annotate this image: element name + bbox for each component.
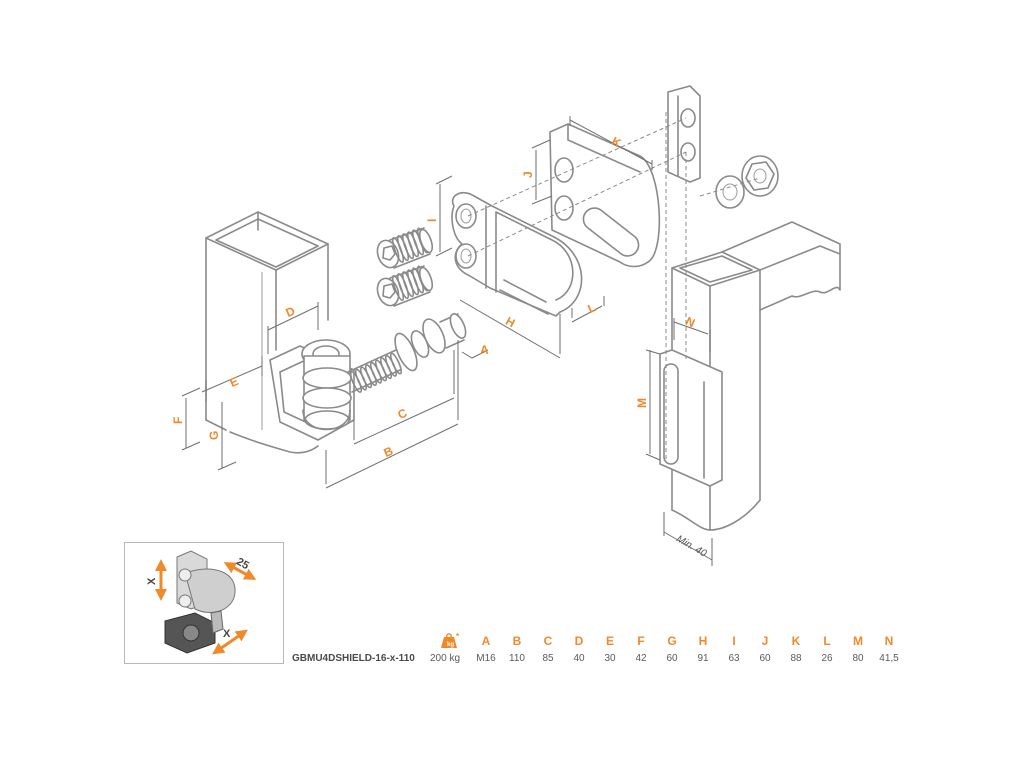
column-header-l: L [823, 634, 831, 648]
threaded-bolt [347, 313, 467, 393]
dim-label-H: H [503, 314, 517, 330]
dim-label-I: I [425, 219, 439, 222]
column-value-n: 41,5 [879, 653, 899, 664]
x-diagonal-arrow [212, 629, 248, 655]
column-header-j: J [761, 634, 769, 648]
inset-hinge-illustration [164, 550, 236, 654]
column-value-l: 26 [821, 653, 833, 664]
column-header-i: I [732, 634, 736, 648]
svg-text:*: * [456, 633, 460, 641]
column-header-c: C [543, 634, 553, 648]
assembly-axis-lines [467, 112, 761, 460]
slotted-plate [549, 123, 661, 268]
dimension-lines [181, 116, 713, 566]
max-weight: 200 kg [430, 653, 461, 664]
dim-label-M: M [635, 398, 649, 408]
column-value-b: 110 [509, 653, 525, 664]
dim-label-F: F [171, 417, 185, 424]
hinge-body [451, 191, 583, 317]
dim-label-J: J [521, 171, 535, 178]
column-value-m: 80 [852, 653, 864, 664]
column-header-h: H [698, 634, 708, 648]
column-value-i: 63 [728, 653, 740, 664]
column-value-g: 60 [666, 653, 678, 664]
dim-label-G: G [207, 431, 221, 440]
svg-text:kg: kg [447, 642, 454, 648]
column-header-n: N [884, 634, 894, 648]
model-name: GBMU4DSHIELD-16-x-110 [292, 653, 415, 664]
inset-x-bottom-label: X [223, 628, 231, 640]
column-value-d: 40 [573, 653, 585, 664]
dim-label-A: A [480, 343, 489, 357]
weld-bracket [269, 339, 355, 441]
dim-label-D: D [283, 304, 297, 320]
left-post [205, 211, 329, 454]
inset-25-label: 25 [234, 556, 251, 573]
inset-x-top-label: X [146, 577, 158, 585]
column-value-a: M16 [476, 653, 496, 664]
column-header-b: B [512, 634, 522, 648]
cap-screws [376, 227, 434, 307]
column-header-m: M [853, 634, 863, 648]
column-header-g: G [667, 634, 677, 648]
washer-nut [715, 155, 779, 209]
min-40-label: Min. 40 [674, 534, 708, 560]
column-value-f: 42 [635, 653, 647, 664]
column-value-k: 88 [790, 653, 802, 664]
dim-label-B: B [381, 444, 395, 460]
adjust-25-arrow [223, 562, 257, 580]
column-header-d: D [574, 634, 584, 648]
gate-frame [659, 221, 841, 531]
column-value-j: 60 [759, 653, 771, 664]
spec-table: kg * GBMU4DSHIELD-16-x-110 200 kg A M16 B 1… [292, 632, 916, 668]
nut-plate [667, 85, 701, 183]
column-value-c: 85 [542, 653, 554, 664]
weight-scale-icon: kg * [441, 633, 460, 648]
column-value-e: 30 [604, 653, 616, 664]
adjustment-inset: X 25 X [124, 542, 284, 664]
column-header-k: K [791, 634, 801, 648]
column-header-e: E [605, 634, 614, 648]
column-value-h: 91 [697, 653, 709, 664]
column-header-f: F [637, 634, 645, 648]
column-header-a: A [481, 634, 491, 648]
